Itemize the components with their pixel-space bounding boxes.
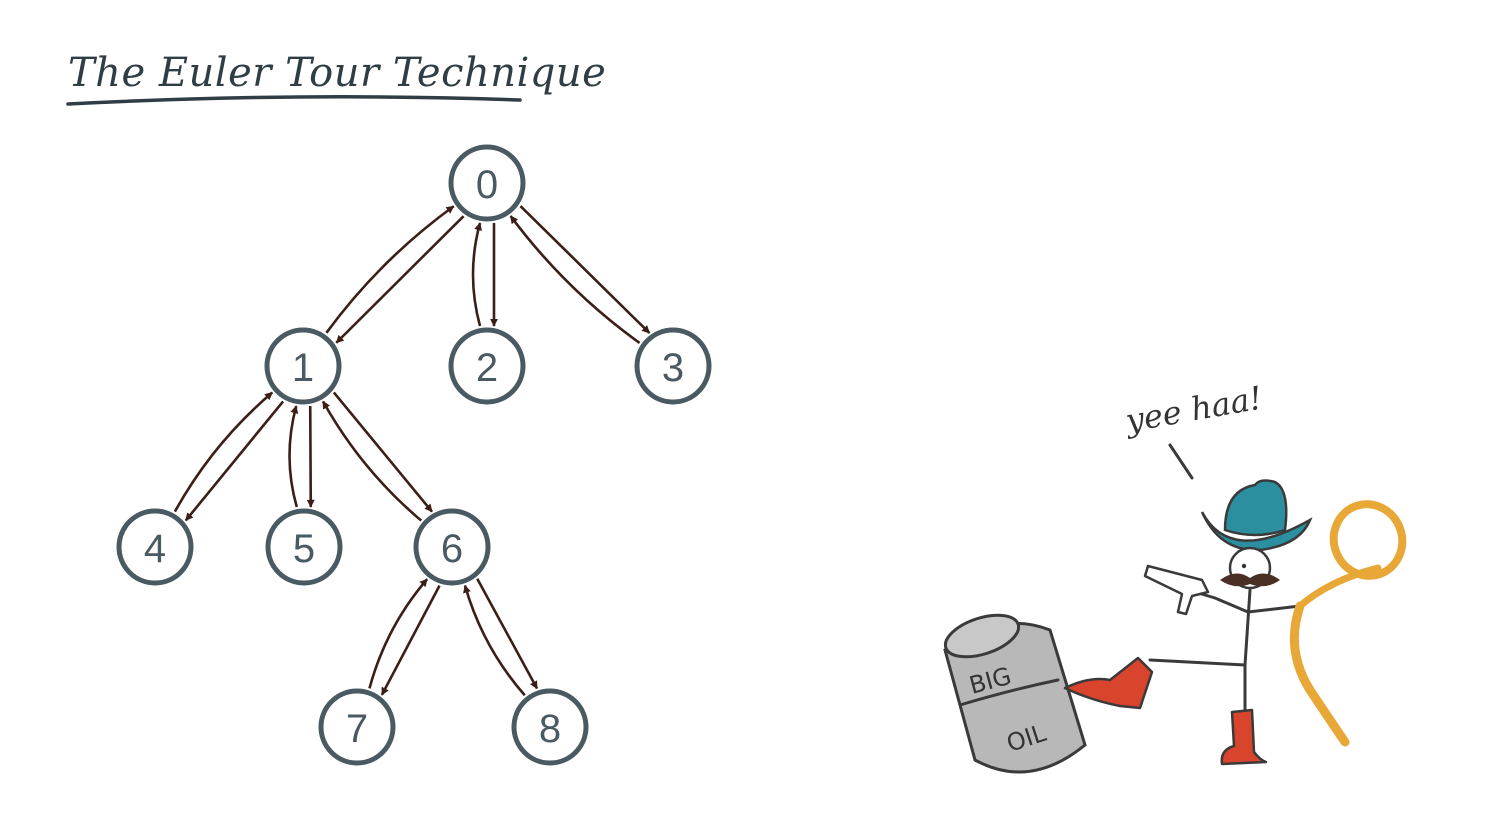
edge-6-to-7 [380, 585, 441, 696]
hat-crown [1223, 479, 1288, 537]
node-label: 5 [293, 527, 315, 571]
title-group: The Euler Tour Technique [66, 50, 606, 106]
node-circle [265, 508, 343, 586]
edge-6-to-8 [476, 578, 539, 690]
speech-tick [1168, 443, 1194, 480]
node-circle [318, 688, 396, 766]
title-underline [66, 95, 522, 106]
node-label: 3 [662, 346, 684, 390]
barrel-top [943, 613, 1021, 659]
edge-6-to-1 [321, 400, 423, 522]
node-circle [448, 144, 526, 222]
boot-stand [1220, 708, 1268, 766]
cowboy-leg-kick [1148, 658, 1247, 667]
lasso [1289, 500, 1407, 747]
mustache [1220, 573, 1280, 587]
cowboy-arm-right [1246, 604, 1302, 614]
hat-brim [1200, 511, 1313, 552]
edge-5-to-1 [288, 405, 299, 508]
node-label: 6 [441, 527, 463, 571]
cowboy-hat [1200, 479, 1313, 552]
node-circle [264, 327, 342, 405]
boot-kick [1063, 656, 1154, 710]
lasso-loop [1329, 500, 1407, 580]
tree-node-1: 1 [264, 327, 342, 405]
edge-7-to-6 [368, 578, 429, 689]
edge-8-to-6 [463, 584, 526, 697]
node-label: 4 [144, 527, 166, 571]
tree-nodes: 0 1 2 3 4 5 6 7 8 [116, 144, 712, 766]
tree-node-2: 2 [448, 327, 526, 405]
edge-3-to-0 [509, 215, 641, 344]
cowboy-torso [1243, 588, 1252, 667]
node-label: 8 [539, 707, 561, 751]
oil-barrel: BIG OIL [943, 613, 1087, 774]
speech-text: yee haa! [1121, 379, 1265, 441]
tree-node-7: 7 [318, 688, 396, 766]
node-label: 0 [476, 163, 498, 207]
node-label: 2 [476, 346, 498, 390]
edge-0-to-1 [335, 215, 465, 344]
cowboy-arm-left [1193, 590, 1250, 614]
page-title: The Euler Tour Technique [68, 50, 606, 96]
edge-4-to-1 [173, 391, 274, 513]
tree-node-5: 5 [265, 508, 343, 586]
node-label: 1 [292, 346, 314, 390]
pistol [1143, 564, 1210, 616]
node-circle [448, 327, 526, 405]
edge-1-to-5 [306, 405, 315, 508]
node-label: 7 [346, 707, 368, 751]
edge-1-to-0 [325, 205, 455, 334]
edge-2-to-0 [471, 222, 482, 327]
node-circle [116, 508, 194, 586]
edge-0-to-3 [519, 205, 651, 334]
tree-node-8: 8 [511, 688, 589, 766]
tree-node-4: 4 [116, 508, 194, 586]
tree-node-0: 0 [448, 144, 526, 222]
node-circle [634, 327, 712, 405]
lasso-rope-top [1296, 564, 1382, 610]
eye [1241, 563, 1247, 569]
node-circle [413, 508, 491, 586]
barrel-band [958, 678, 1060, 707]
tree-node-6: 6 [413, 508, 491, 586]
tree-edges [173, 205, 651, 697]
cowboy-illustration: yee haa! BIG OIL [943, 379, 1407, 774]
tree-node-3: 3 [634, 327, 712, 405]
edge-1-to-6 [332, 391, 433, 513]
lasso-rope [1289, 601, 1350, 747]
edge-1-to-4 [184, 400, 285, 522]
node-circle [511, 688, 589, 766]
